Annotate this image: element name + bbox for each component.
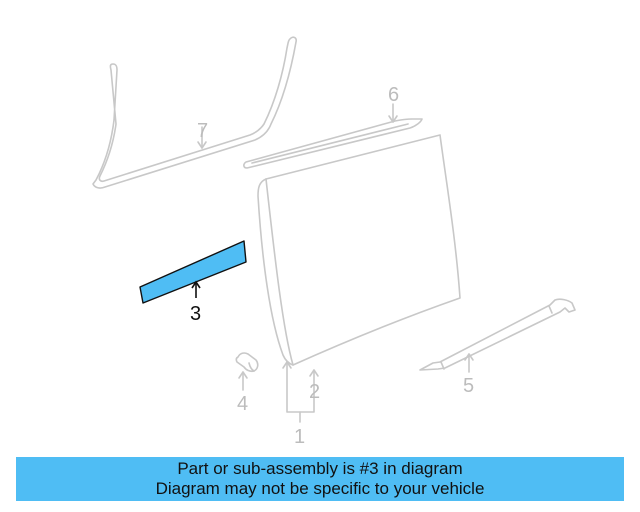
part-3-body-side-molding[interactable] bbox=[139, 240, 247, 304]
part-5-lower-molding bbox=[419, 298, 576, 371]
callout-5: 5 bbox=[463, 375, 474, 397]
caption-line-2: Diagram may not be specific to your vehi… bbox=[155, 479, 485, 498]
caption-line-1: Part or sub-assembly is #3 in diagram bbox=[177, 459, 463, 478]
leader-lines bbox=[197, 103, 474, 423]
callout-4: 4 bbox=[237, 393, 248, 415]
callout-1: 1 bbox=[294, 426, 305, 448]
part-4-clip bbox=[235, 352, 259, 373]
callout-3[interactable]: 3 bbox=[190, 303, 201, 325]
callout-7: 7 bbox=[197, 120, 208, 142]
part-6-belt-molding bbox=[243, 118, 423, 169]
part-2-door-shell bbox=[257, 134, 461, 366]
callout-2: 2 bbox=[309, 381, 320, 403]
part-7-weatherstrip bbox=[92, 36, 297, 189]
callout-6: 6 bbox=[388, 84, 399, 106]
caption-banner: Part or sub-assembly is #3 in diagram Di… bbox=[16, 457, 624, 501]
